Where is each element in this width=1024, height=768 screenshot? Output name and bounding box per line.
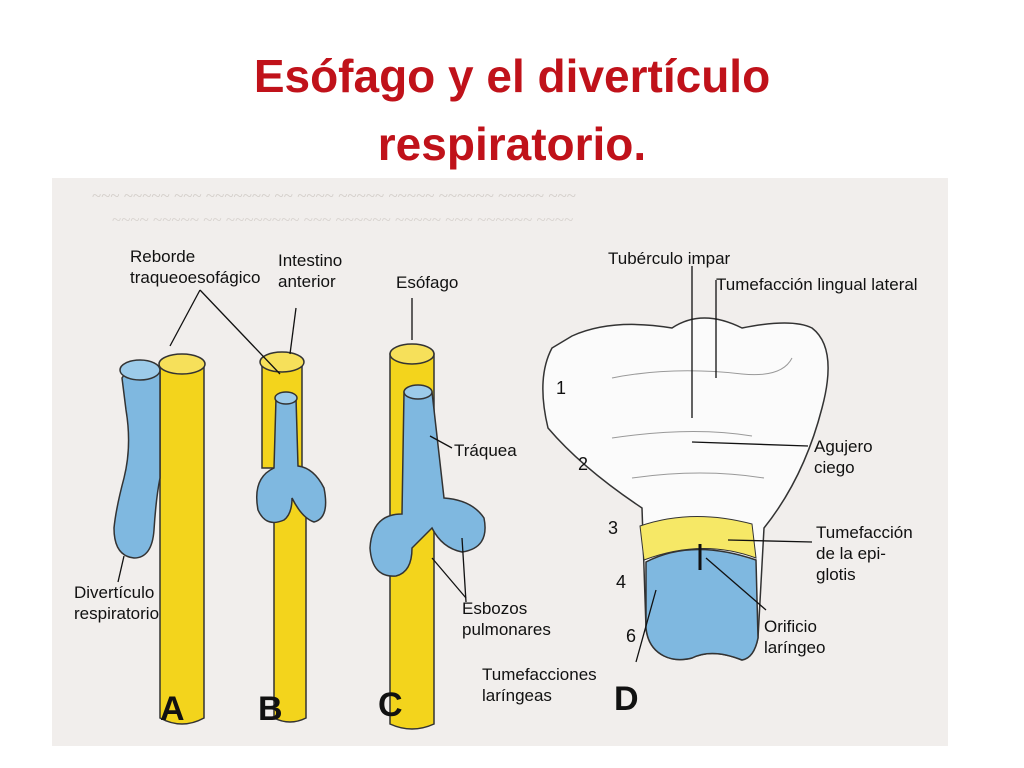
diagram-drawing [113, 266, 829, 730]
leader-lines [117, 266, 813, 663]
label-tumefaccion-lingual-lateral: Tumefacción lingual lateral [716, 275, 918, 294]
label-traquea: Tráquea [454, 441, 517, 460]
label-tumefaccion-epiglotis: Tumefacción de la epi- glotis [816, 523, 913, 584]
arch-number: 3 [608, 518, 619, 538]
label-tuberculo-impar: Tubérculo impar [608, 249, 731, 268]
background-scan-text: ~~~~ ~~~~~ ~~ ~~~~~~~~ ~~~ ~~~~~~ ~~~~~ … [112, 210, 574, 229]
label-orificio-laringeo: Orificio laríngeo [764, 617, 826, 657]
label-diverticulo-respiratorio: Divertículo respiratorio [74, 583, 160, 623]
panel-letter-d: D [614, 680, 639, 718]
arch-number: 2 [578, 454, 589, 474]
label-reborde-traqueoesofagico: Reborde traqueoesofágico [130, 247, 261, 287]
arch-number: 4 [616, 572, 627, 592]
arch-number: 6 [626, 626, 637, 646]
embryology-figure: ~~~ ~~~~~ ~~~ ~~~~~~~ ~~ ~~~~ ~~~~~ ~~~~… [52, 178, 948, 746]
slide-title: Esófago y el divertículo respiratorio. [0, 42, 1024, 178]
label-esbozos-pulmonares: Esbozos pulmonares [462, 599, 551, 639]
panel-letter-b: B [258, 690, 283, 728]
panel-letter-a: A [160, 690, 185, 728]
panel-a-drawing [113, 353, 206, 725]
label-tumefacciones-laringeas: Tumefacciones laríngeas [482, 665, 597, 705]
label-intestino-anterior: Intestino anterior [278, 251, 343, 291]
panel-d-drawing [542, 317, 829, 661]
panel-c-drawing [369, 343, 486, 730]
arch-number: 1 [556, 378, 567, 398]
title-line-1: Esófago y el divertículo [253, 50, 771, 102]
label-esofago: Esófago [396, 273, 459, 292]
title-line-2: respiratorio. [377, 118, 647, 170]
background-scan-text: ~~~ ~~~~~ ~~~ ~~~~~~~ ~~ ~~~~ ~~~~~ ~~~~… [92, 186, 576, 205]
panel-b-drawing [256, 351, 327, 723]
panel-letter-c: C [378, 686, 403, 724]
label-agujero-ciego: Agujero ciego [814, 437, 873, 477]
